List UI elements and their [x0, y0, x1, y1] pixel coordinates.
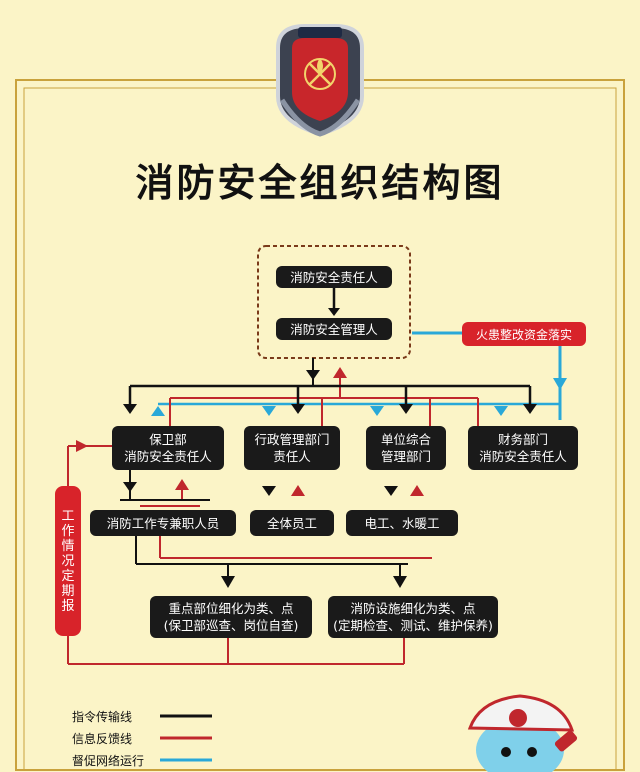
node-all-staff: 全体员工 — [250, 510, 334, 536]
node-security-dept: 保卫部 消防安全责任人 — [112, 426, 224, 470]
node-fire-staff: 消防工作专兼职人员 — [90, 510, 236, 536]
node-fire-safety-responsible: 消防安全责任人 — [276, 266, 392, 288]
leadership-dashed-box — [257, 245, 411, 359]
legend-label-feedback: 信息反馈线 — [72, 732, 133, 746]
node-finance-dept: 财务部门 消防安全责任人 — [468, 426, 578, 470]
legend-label-supervise: 督促网络运行 — [72, 754, 145, 768]
node-work-report: 工 作 情 况 定 期 报 — [55, 486, 81, 636]
node-electricians: 电工、水暖工 — [346, 510, 458, 536]
fire-services-emblem — [276, 24, 364, 137]
mascot-illustration — [467, 694, 578, 772]
node-fire-facilities: 消防设施细化为类、点 (定期检查、测试、维护保养) — [328, 596, 498, 638]
page-title: 消防安全组织结构图 — [135, 161, 505, 205]
legend-label-command: 指令传输线 — [72, 710, 133, 724]
node-general-dept: 单位综合 管理部门 — [366, 426, 446, 470]
node-key-areas: 重点部位细化为类、点 (保卫部巡查、岗位自查) — [150, 596, 312, 638]
node-admin-dept: 行政管理部门 责任人 — [244, 426, 340, 470]
node-hazard-fund: 火患整改资金落实 — [462, 322, 586, 346]
node-fire-safety-manager: 消防安全管理人 — [276, 318, 392, 340]
